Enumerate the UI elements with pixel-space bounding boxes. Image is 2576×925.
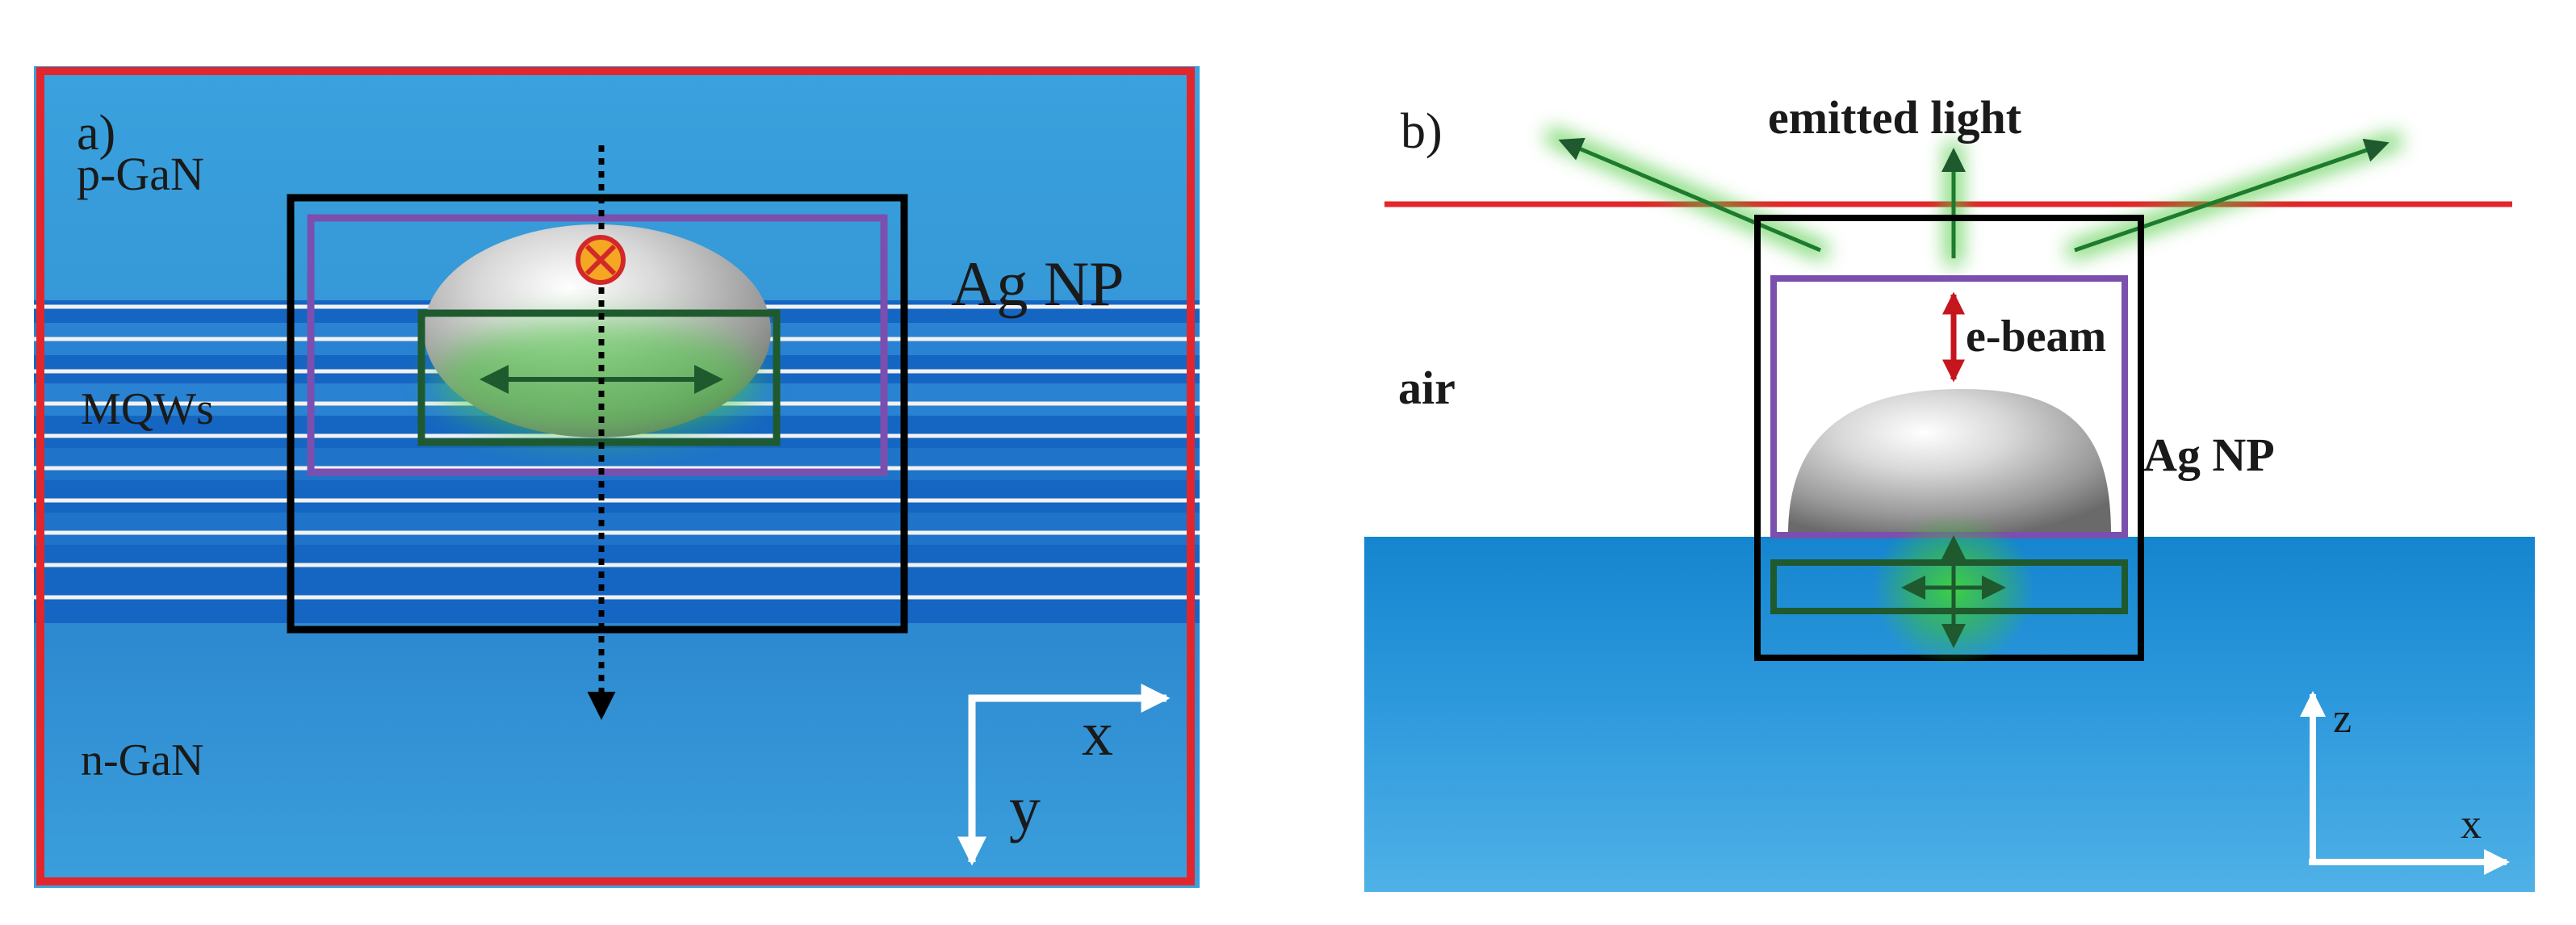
ag-np-label-a: Ag NP (951, 249, 1125, 319)
monitor-box-outer (287, 194, 908, 634)
axis-x-label-b: x (2461, 802, 2482, 848)
axis-z-label-b: z (2333, 696, 2352, 742)
panel-a-label: a) (77, 106, 115, 161)
ag-nanoparticle-b (1788, 389, 2111, 534)
p-gan-label: p-GaN (77, 148, 204, 200)
n-gan-label: n-GaN (81, 735, 203, 785)
emitted-ray-left (1558, 137, 1821, 253)
panel-b: b) emitted light e-beam air Ag NP z x (1364, 91, 2535, 892)
ebeam-into-page-icon (576, 235, 626, 285)
panel-a: a) p-GaN MQWs n-GaN Ag NP x y (34, 66, 1200, 888)
axes-xy (957, 684, 1171, 866)
emitted-light-arrows (1545, 128, 2402, 267)
monitor-box-inner (307, 214, 888, 476)
axes-zx (2300, 691, 2510, 875)
mqws-label: MQWs (81, 384, 214, 434)
ag-np-label-b: Ag NP (2143, 429, 2275, 481)
panel-b-label: b) (1401, 104, 1443, 159)
emitted-ray-right (2074, 138, 2390, 253)
ebeam-label: e-beam (1966, 312, 2106, 362)
axis-x-label-a: x (1082, 698, 1113, 768)
air-label: air (1398, 362, 1456, 414)
emitted-light-label: emitted light (1768, 91, 2022, 144)
simulation-boundary (36, 67, 1195, 885)
axis-y-label-a: y (1009, 773, 1041, 843)
